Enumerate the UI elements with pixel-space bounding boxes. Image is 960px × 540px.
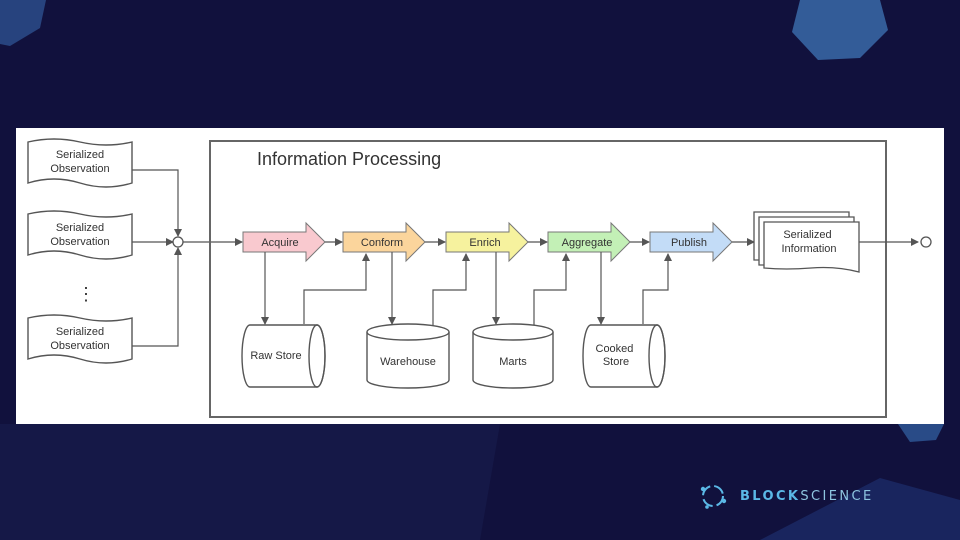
top-left-hexagon: [0, 0, 46, 46]
stage-label-aggregate: Aggregate: [562, 237, 613, 249]
bottom-left-shade: [0, 424, 500, 540]
input-junction: [172, 236, 184, 248]
stage-aggregate: Aggregate: [547, 221, 631, 263]
bottom-right-shade: [760, 478, 960, 540]
ellipsis: ⋮: [77, 284, 95, 304]
store-label-warehouse: Warehouse: [380, 356, 436, 368]
raw-store-cylinder: Raw Store: [241, 324, 326, 388]
input-connectors: [132, 169, 243, 347]
top-right-hexagon: [792, 0, 888, 60]
stage-enrich: Enrich: [445, 221, 529, 263]
stage-conform: Conform: [342, 221, 426, 263]
stage-acquire: Acquire: [242, 221, 326, 263]
stage-label-publish: Publish: [671, 237, 707, 249]
stage-publish: Publish: [649, 221, 733, 263]
warehouse-cylinder: Warehouse: [366, 323, 450, 389]
brand-light: SCIENCE: [800, 488, 874, 504]
diagram-title: Information Processing: [257, 149, 441, 169]
output-label: Serialized Information: [781, 229, 836, 255]
brand-bold: BLOCK: [740, 488, 801, 504]
blockscience-logo: BLOCKSCIENCE: [697, 481, 874, 511]
processing-boundary: [209, 140, 887, 418]
store-label-marts: Marts: [499, 356, 527, 368]
stage-label-acquire: Acquire: [261, 237, 298, 249]
stage-label-enrich: Enrich: [469, 237, 500, 249]
store-label-raw: Raw Store: [250, 350, 301, 362]
output-document-stack: Serialized Information: [753, 211, 860, 273]
blockscience-logo-icon: [700, 485, 727, 509]
marts-cylinder: Marts: [472, 323, 554, 389]
store-connectors: [261, 252, 672, 326]
output-terminal: [920, 236, 932, 248]
store-label-cooked: Cooked Store: [596, 343, 637, 368]
cooked-store-cylinder: Cooked Store: [582, 324, 666, 388]
stage-label-conform: Conform: [361, 237, 403, 249]
brand-wordmark: BLOCKSCIENCE: [740, 489, 874, 504]
right-mid-hexagon: [898, 424, 944, 442]
